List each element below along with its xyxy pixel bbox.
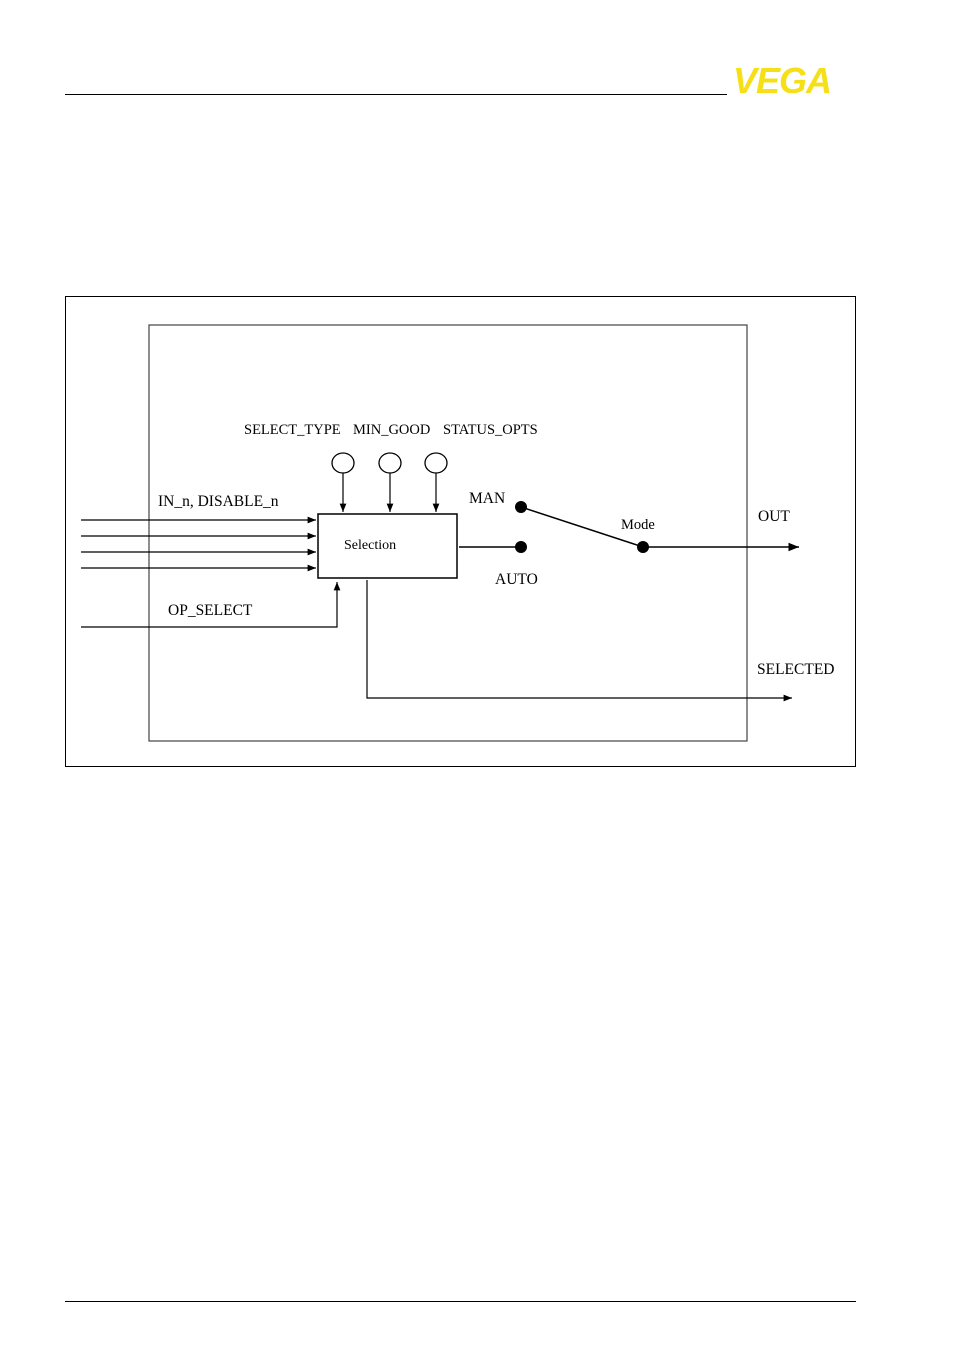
block-diagram: SELECT_TYPE MIN_GOOD STATUS_OPTS Selecti…: [66, 297, 857, 768]
figure-frame: SELECT_TYPE MIN_GOOD STATUS_OPTS Selecti…: [65, 296, 856, 767]
param-label-min-good: MIN_GOOD: [353, 422, 430, 438]
footer-rule: [65, 1301, 856, 1302]
mode-label: Mode: [621, 517, 655, 533]
param-circle-select-type: [332, 453, 354, 473]
vega-logo: VEGA: [733, 64, 831, 98]
selected-line: [367, 580, 792, 698]
selected-label: SELECTED: [757, 661, 835, 678]
header-rule: [65, 94, 727, 95]
auto-label: AUTO: [495, 571, 538, 588]
param-circle-status-opts: [425, 453, 447, 473]
param-label-select-type: SELECT_TYPE: [244, 422, 341, 438]
man-label: MAN: [469, 490, 505, 507]
inputs-label: IN_n, DISABLE_n: [158, 493, 279, 510]
selection-label: Selection: [344, 538, 396, 553]
param-circle-min-good: [379, 453, 401, 473]
param-label-status-opts: STATUS_OPTS: [443, 422, 538, 438]
op-select-label: OP_SELECT: [168, 602, 253, 619]
out-label: OUT: [758, 508, 790, 525]
auto-contact-dot: [515, 541, 527, 553]
